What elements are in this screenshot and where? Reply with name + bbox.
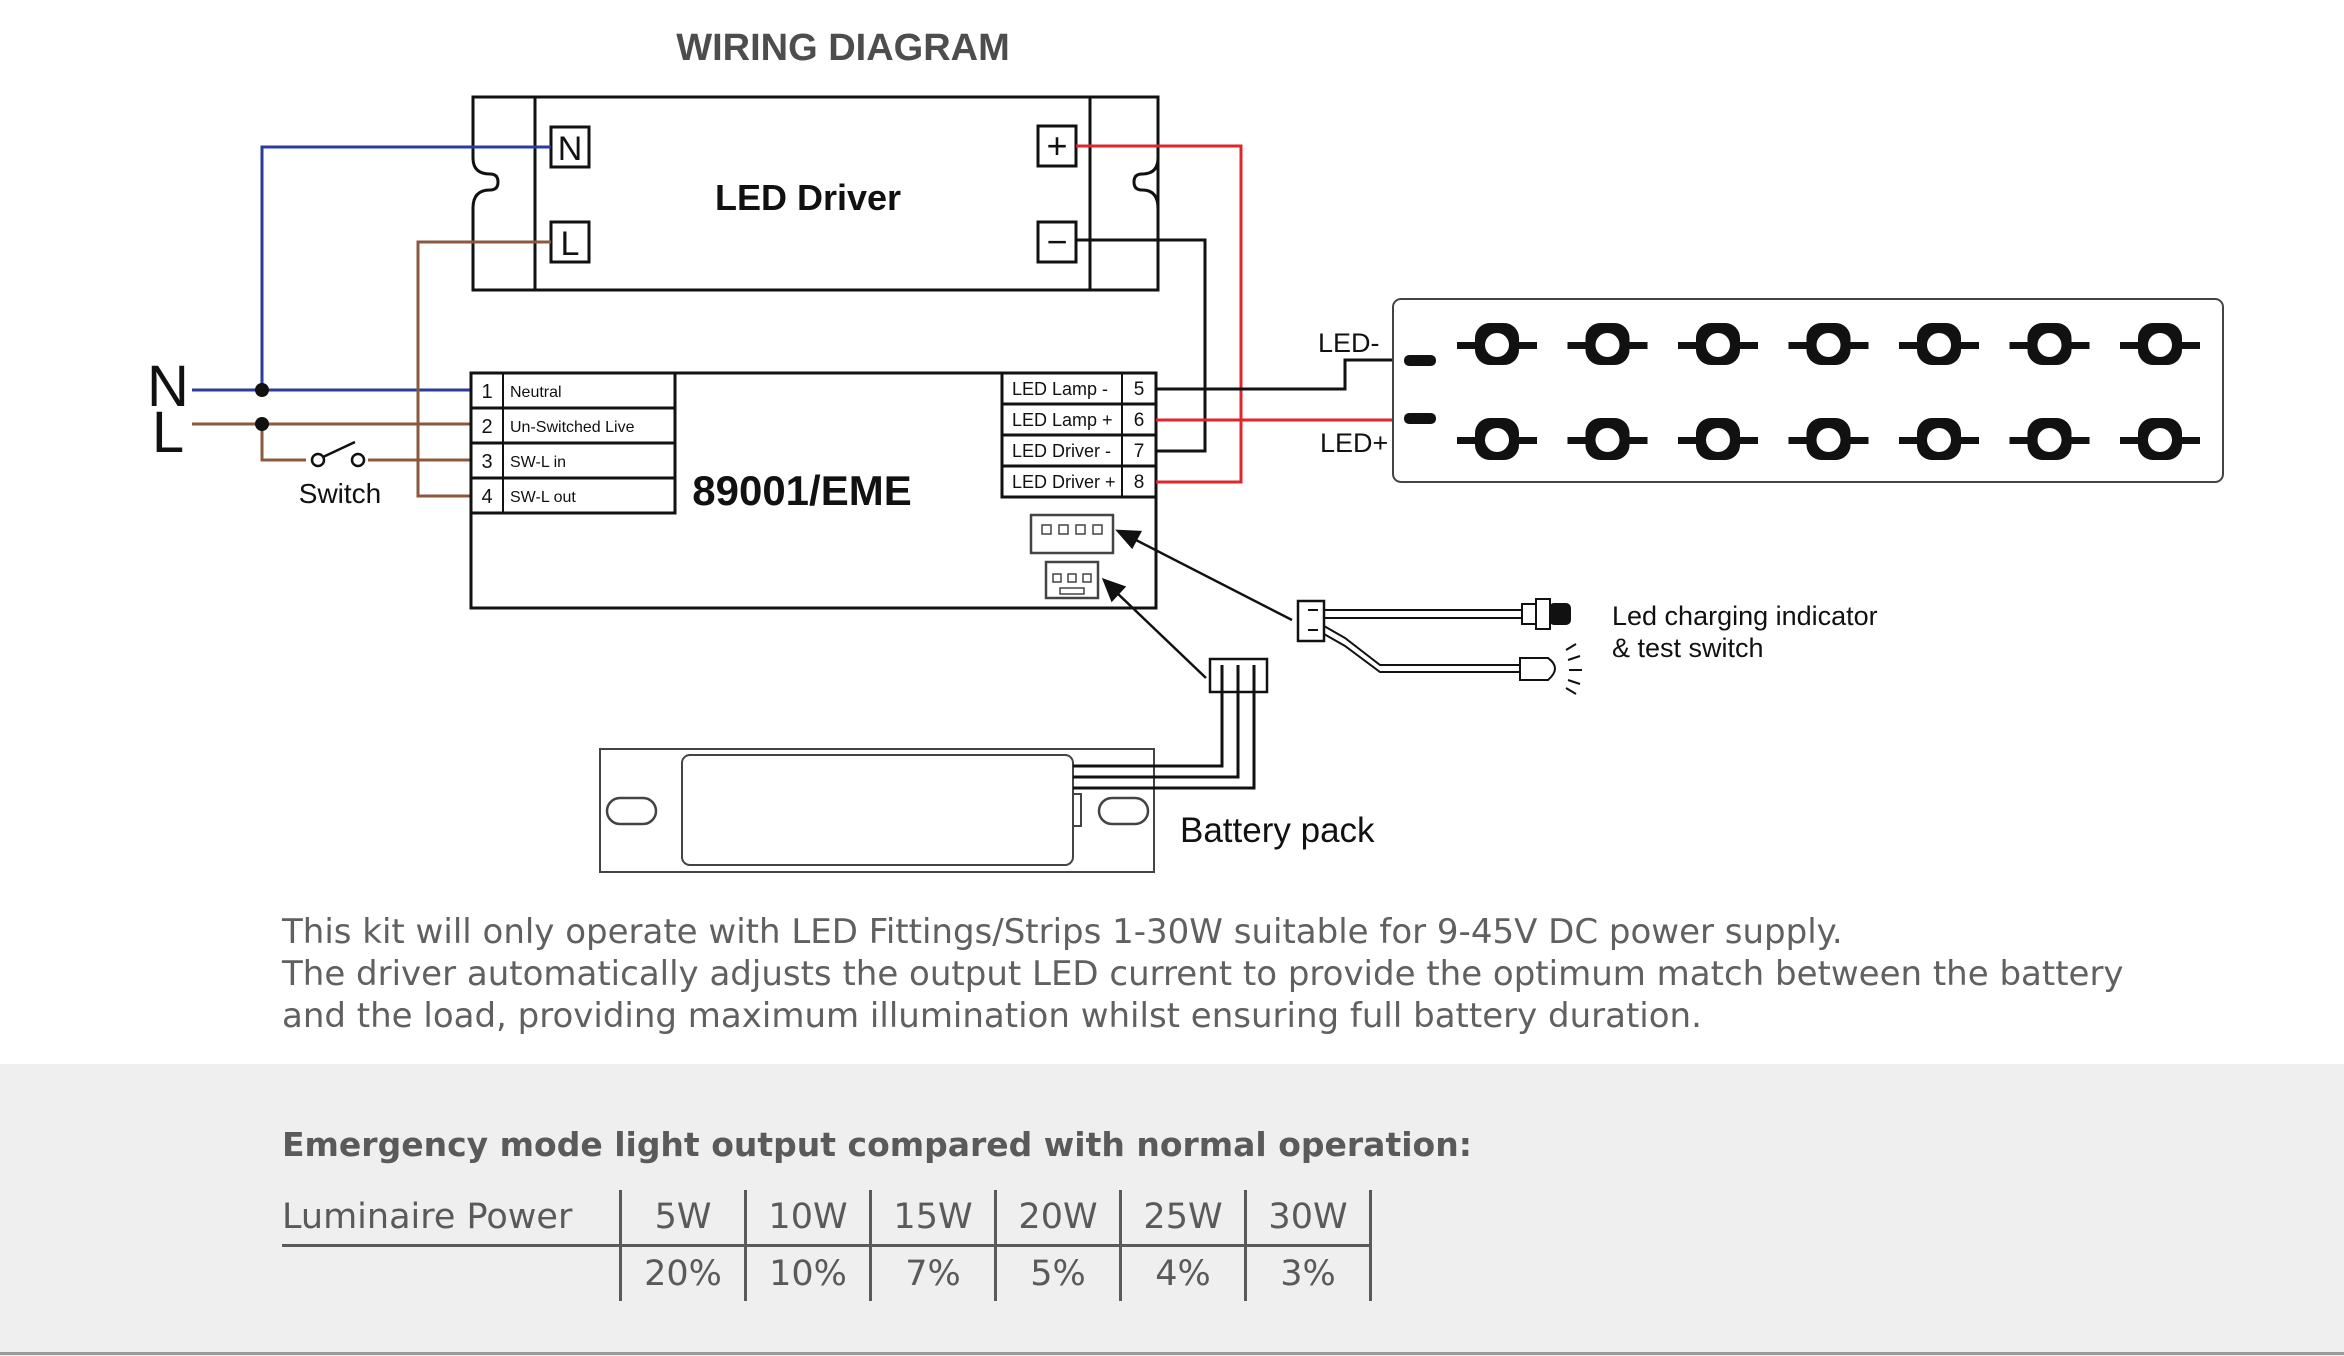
led-chip bbox=[1567, 418, 1648, 460]
neutral-junction-dot bbox=[255, 383, 269, 397]
svg-text:−: − bbox=[1046, 221, 1067, 262]
mains-n-label: N bbox=[147, 354, 189, 419]
led-driver: LED Driver N L + − bbox=[471, 95, 1160, 292]
led-chip bbox=[2120, 323, 2200, 365]
battery-cable bbox=[1073, 657, 1269, 790]
output-cell: 20% bbox=[619, 1245, 746, 1301]
led-chip bbox=[1678, 323, 1758, 365]
left-terminal-4: 4 SW-L out bbox=[469, 476, 677, 515]
indicator-cable bbox=[1296, 598, 1582, 695]
terminal-number: 8 bbox=[1134, 472, 1145, 493]
terminal-label: LED Driver - bbox=[1012, 441, 1111, 461]
bottom-divider bbox=[0, 1352, 2344, 1355]
led-chip bbox=[2009, 323, 2090, 365]
led-chip bbox=[1567, 323, 1648, 365]
power-cell: 10W bbox=[744, 1190, 871, 1247]
terminal-label: SW-L out bbox=[510, 489, 576, 506]
led-strip-minus-pad bbox=[1404, 355, 1436, 366]
diagram-title: WIRING DIAGRAM bbox=[676, 27, 1010, 69]
terminal-number: 4 bbox=[481, 486, 492, 508]
output-cell: 5% bbox=[994, 1245, 1121, 1301]
led-chip bbox=[1899, 418, 1979, 460]
led-chip bbox=[1899, 323, 1979, 365]
right-terminal-6: LED Lamp + 6 bbox=[1000, 402, 1158, 437]
left-terminal-3: 3 SW-L in bbox=[469, 441, 677, 480]
power-cell: 20W bbox=[994, 1190, 1121, 1247]
module-name: 89001/EME bbox=[692, 467, 911, 514]
output-cell: 3% bbox=[1244, 1245, 1372, 1301]
power-cell: 5W bbox=[619, 1190, 746, 1247]
right-terminal-8: LED Driver + 8 bbox=[1000, 464, 1158, 499]
terminal-number: 6 bbox=[1134, 410, 1145, 431]
terminal-label: Neutral bbox=[510, 384, 562, 401]
left-terminal-2: 2 Un-Switched Live bbox=[469, 406, 677, 445]
led-chip bbox=[1788, 323, 1869, 365]
led-driver-label: LED Driver bbox=[715, 177, 901, 218]
note-line-3: and the load, providing maximum illumina… bbox=[282, 996, 1702, 1036]
driver-output-wires bbox=[1076, 144, 1420, 484]
terminal-number: 5 bbox=[1134, 379, 1145, 400]
note-line-2: The driver automatically adjusts the out… bbox=[282, 954, 2124, 994]
terminal-label: LED Driver + bbox=[1012, 472, 1116, 492]
strip-plus-label: LED+ bbox=[1320, 428, 1388, 458]
terminal-number: 2 bbox=[481, 416, 492, 438]
output-cell: 4% bbox=[1119, 1245, 1246, 1301]
indicator-label-line1: Led charging indicator bbox=[1612, 601, 1878, 631]
indicator-label-line2: & test switch bbox=[1612, 633, 1764, 663]
mains-switch bbox=[310, 440, 366, 468]
wiring-diagram: WIRING DIAGRAM LED Driver N L + − Switch… bbox=[147, 27, 2224, 873]
led-strip bbox=[1392, 298, 2224, 483]
led-strip-plus-pad bbox=[1404, 413, 1436, 424]
power-cell: 25W bbox=[1119, 1190, 1246, 1247]
switch-label: Switch bbox=[299, 478, 381, 509]
live-wire bbox=[192, 240, 551, 498]
strip-minus-label: LED- bbox=[1318, 328, 1380, 358]
led-chip bbox=[1457, 323, 1537, 365]
terminal-label: LED Lamp - bbox=[1012, 379, 1108, 399]
terminal-label: LED Lamp + bbox=[1012, 410, 1113, 430]
live-junction-dot bbox=[255, 417, 269, 431]
indicator-socket bbox=[1029, 513, 1115, 555]
connection-arrows bbox=[1101, 529, 1293, 679]
svg-text:L: L bbox=[561, 225, 580, 263]
power-cell: 30W bbox=[1244, 1190, 1372, 1247]
operating-notes: This kit will only operate with LED Fitt… bbox=[282, 911, 2182, 1037]
driver-terminal-minus bbox=[1036, 220, 1078, 264]
neutral-wire bbox=[192, 145, 551, 392]
left-terminal-block: 1 Neutral 2 Un-Switched Live 3 SW-L in 4 SW-L o… bbox=[469, 371, 677, 515]
row-header-empty bbox=[282, 1246, 621, 1302]
battery-socket bbox=[1044, 560, 1100, 600]
note-line-1: This kit will only operate with LED Fitt… bbox=[282, 912, 1843, 952]
left-terminal-1: 1 Neutral bbox=[469, 371, 677, 410]
led-chip bbox=[2120, 418, 2200, 460]
right-terminal-5: LED Lamp - 5 bbox=[1000, 371, 1158, 406]
terminal-number: 1 bbox=[481, 381, 492, 403]
battery-pack bbox=[599, 748, 1155, 873]
table-row: Luminaire Power 5W 10W 15W 20W 25W 30W bbox=[282, 1190, 1372, 1247]
table-row: 20% 10% 7% 5% 4% 3% bbox=[282, 1245, 1372, 1302]
driver-terminal-l bbox=[549, 220, 591, 264]
output-cell: 10% bbox=[744, 1245, 871, 1301]
driver-terminal-plus bbox=[1036, 124, 1078, 168]
mains-l-label: L bbox=[152, 400, 184, 465]
row-header: Luminaire Power bbox=[282, 1190, 621, 1247]
svg-text:N: N bbox=[558, 130, 583, 168]
terminal-number: 7 bbox=[1134, 441, 1145, 462]
led-chip bbox=[1678, 418, 1758, 460]
right-terminal-7: LED Driver - 7 bbox=[1000, 433, 1158, 468]
terminal-label: Un-Switched Live bbox=[510, 419, 635, 436]
power-cell: 15W bbox=[869, 1190, 996, 1247]
output-cell: 7% bbox=[869, 1245, 996, 1301]
led-chip bbox=[1457, 418, 1537, 460]
battery-label: Battery pack bbox=[1180, 811, 1375, 850]
emergency-output-table: Luminaire Power 5W 10W 15W 20W 25W 30W 2… bbox=[282, 1190, 1372, 1301]
svg-text:+: + bbox=[1046, 125, 1067, 166]
terminal-label: SW-L in bbox=[510, 454, 566, 471]
terminal-number: 3 bbox=[481, 451, 492, 473]
led-chip bbox=[1788, 418, 1869, 460]
table-title: Emergency mode light output compared wit… bbox=[282, 1125, 1472, 1164]
led-chip bbox=[2009, 418, 2090, 460]
